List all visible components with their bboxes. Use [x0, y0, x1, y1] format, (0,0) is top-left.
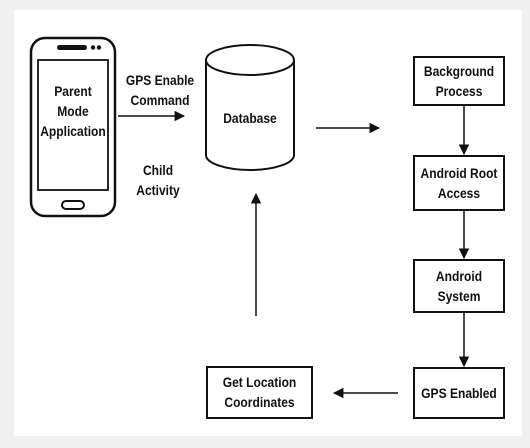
- child-activity-label: Child Activity: [136, 162, 180, 198]
- gps-enable-command-label: GPS Enable Command: [125, 72, 195, 108]
- get-location-label: Get Location Coordinates: [222, 374, 297, 410]
- database-label: Database: [223, 110, 277, 126]
- android-system-label: Android System: [435, 268, 483, 304]
- phone-label: Parent Mode Application: [40, 83, 106, 139]
- box-gps-enabled: [413, 367, 505, 419]
- database-cylinder: [205, 44, 295, 171]
- phone-icon: [29, 36, 117, 218]
- box-get-location: [206, 366, 313, 419]
- gps-enabled-label: GPS Enabled: [421, 385, 497, 401]
- background-process-label: Background Process: [423, 63, 495, 99]
- box-background-process: [413, 56, 505, 106]
- box-android-system: [413, 259, 505, 313]
- box-android-root-access: [413, 155, 505, 211]
- android-root-access-label: Android Root Access: [420, 165, 498, 201]
